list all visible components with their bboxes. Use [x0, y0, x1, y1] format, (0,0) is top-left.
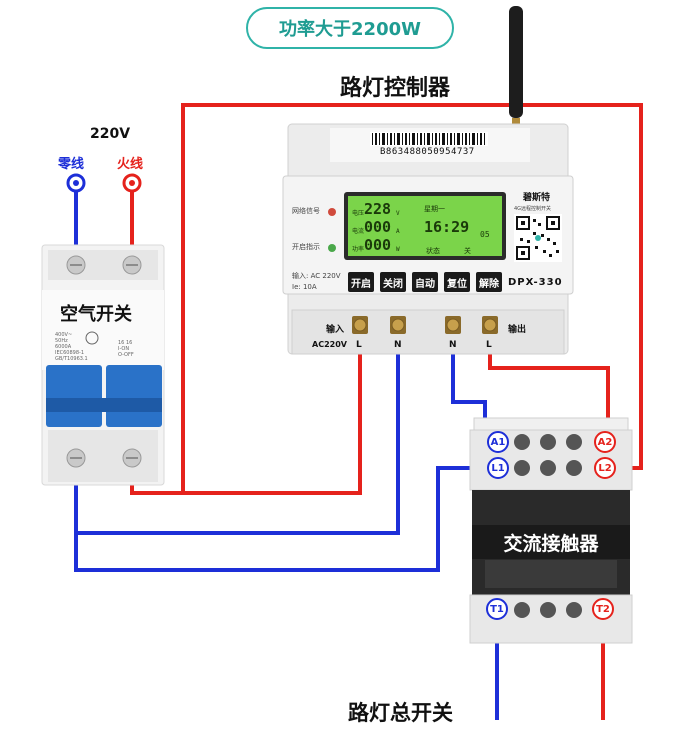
reset-button[interactable]: 复位 — [444, 272, 470, 292]
terminal-in-l: L — [356, 340, 362, 350]
signal-led-icon — [328, 208, 336, 216]
qr-code-icon — [514, 214, 562, 262]
lcd-weekday: 星期一 — [424, 205, 445, 213]
barcode-number: B863488050954737 — [380, 147, 475, 157]
terminal-t2: T2 — [592, 598, 614, 620]
lcd-voltage: 228 — [364, 200, 392, 218]
lcd-current-unit: A — [396, 228, 400, 235]
breaker-print-left: 400V~ 50Hz 6000A IEC60898-1 GB/T10963.1 — [55, 332, 88, 362]
lcd-power-unit: W — [396, 246, 400, 253]
lcd-current-label: 电流 — [352, 228, 365, 235]
breaker-print-right: 16 16 I-ON O-OFF — [118, 340, 134, 358]
input-rating: 输入: AC 220V — [292, 272, 341, 280]
terminal-t1: T1 — [486, 598, 508, 620]
neutral-to-l1-wire — [74, 466, 490, 572]
brand-subtitle: 4G远程控制开关 — [514, 206, 552, 212]
lcd-time: 16:29 — [424, 218, 470, 236]
breaker-name: 空气开关 — [60, 304, 132, 325]
terminal-l2: L2 — [594, 457, 616, 479]
terminal-out-l: L — [486, 340, 492, 350]
air-breaker — [41, 244, 165, 486]
lcd-current: 000 — [364, 218, 392, 236]
power-badge: 功率大于2200W — [246, 7, 454, 49]
model-number: DPX-330 — [508, 277, 563, 288]
power-led-icon — [328, 244, 336, 252]
live-wire-label: 火线 — [117, 157, 144, 172]
neutral-wire-label: 零线 — [58, 157, 85, 172]
neutral-to-controller-wire — [74, 338, 400, 535]
brand-name: 碧斯特 — [523, 193, 551, 203]
ac-voltage-label: AC220V — [312, 340, 347, 349]
supply-voltage-label: 220V — [90, 126, 131, 142]
auto-button[interactable]: 自动 — [412, 272, 438, 292]
terminal-a2: A2 — [594, 431, 616, 453]
terminal-out-n: N — [449, 340, 457, 350]
lcd-power-label: 功率 — [352, 246, 365, 253]
terminal-l1: L1 — [487, 457, 509, 479]
lcd-status-value: 关 — [464, 247, 471, 255]
release-button[interactable]: 解除 — [476, 272, 502, 292]
lcd-voltage-unit: V — [396, 210, 400, 217]
controller-input-l-wire — [181, 348, 362, 495]
terminal-a1: A1 — [487, 431, 509, 453]
main-switch-title: 路灯总开关 — [348, 701, 453, 725]
output-terminal-label: 输出 — [508, 325, 527, 335]
controller-terminal-screws — [352, 316, 498, 334]
lcd-screen — [348, 196, 502, 256]
barcode — [370, 132, 488, 146]
terminal-in-n: N — [394, 340, 402, 350]
live-to-l2-wire — [130, 103, 643, 495]
lcd-voltage-label: 电压 — [352, 210, 365, 217]
controller-title: 路灯控制器 — [340, 76, 451, 101]
lcd-power: 000 — [364, 236, 392, 254]
controller-body — [282, 123, 574, 355]
lcd-seconds: 05 — [480, 230, 490, 239]
lcd-status-label: 状态 — [426, 247, 440, 255]
off-button[interactable]: 关闭 — [380, 272, 406, 292]
signal-indicator-label: 网络信号 — [292, 207, 320, 215]
contactor-name: 交流接触器 — [472, 525, 630, 559]
input-terminal-label: 输入 — [326, 325, 345, 335]
on-button[interactable]: 开启 — [348, 272, 374, 292]
on-indicator-label: 开启指示 — [292, 243, 320, 251]
current-rating: Ie: 10A — [292, 283, 317, 291]
